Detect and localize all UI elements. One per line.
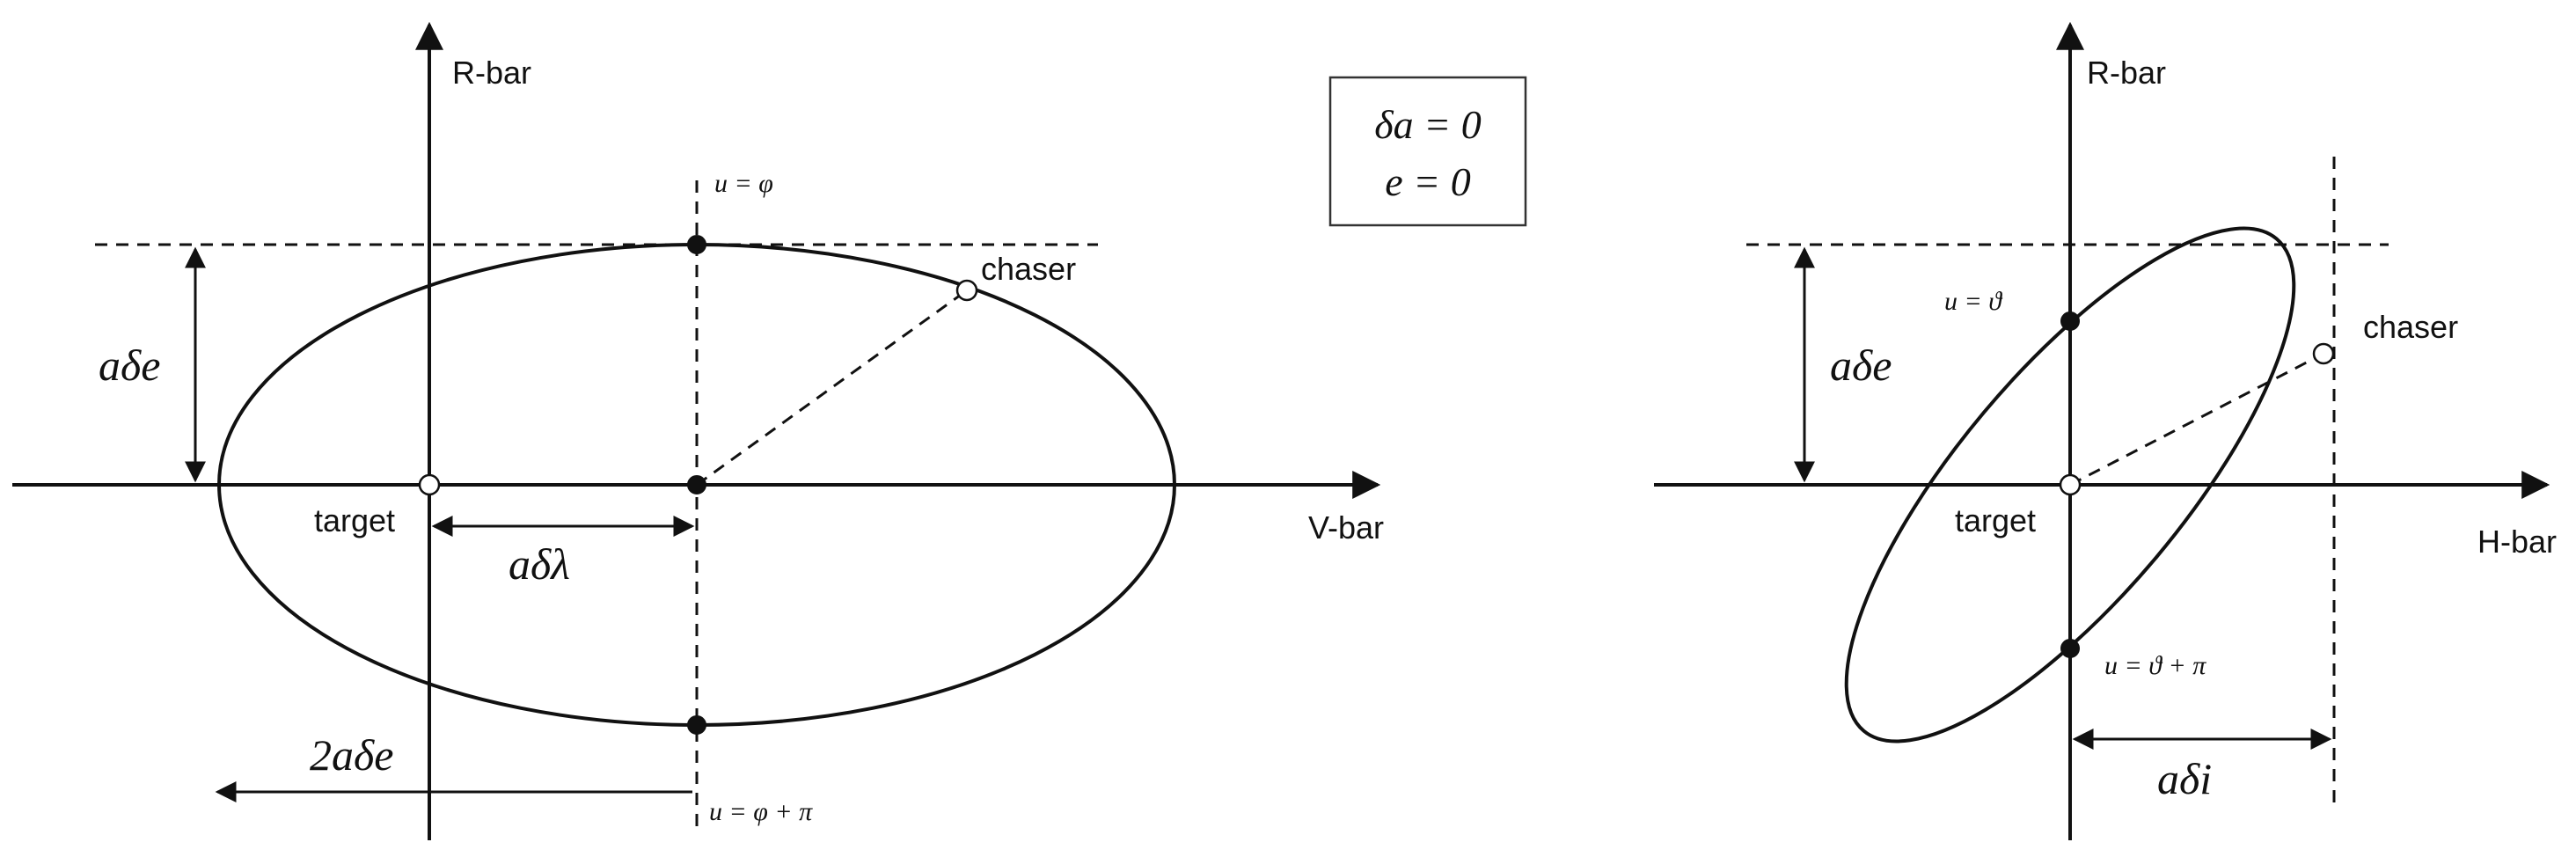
left-bottom-point xyxy=(687,715,706,735)
right-chaser-dashed-line xyxy=(2069,352,2324,487)
left-offset-label: aδλ xyxy=(509,539,570,589)
condition-box-frame xyxy=(1328,76,1527,227)
right-top-point xyxy=(2060,311,2080,331)
left-center-point xyxy=(687,475,706,494)
left-target-label: target xyxy=(314,502,395,538)
right-h-bar-label: H-bar xyxy=(2477,524,2557,560)
right-bottom-point xyxy=(2060,639,2080,658)
right-chaser-label: chaser xyxy=(2363,309,2458,345)
left-v-bar-label: V-bar xyxy=(1308,509,1384,546)
right-relative-orbit-ellipse xyxy=(1844,226,2296,743)
left-width-label: 2aδe xyxy=(310,730,393,780)
right-target-point xyxy=(2059,473,2082,496)
right-top-point-label: u = ϑ xyxy=(1944,287,2003,316)
right-diagram: R-bar H-bar target chaser u = ϑ u = ϑ + … xyxy=(1654,21,2557,840)
condition-e: e = 0 xyxy=(1385,159,1470,204)
right-target-label: target xyxy=(1955,502,2036,538)
left-chaser-point xyxy=(955,279,978,302)
right-chaser-point xyxy=(2312,342,2335,365)
right-offset-label: aδi xyxy=(2157,754,2212,803)
right-height-label: aδe xyxy=(1830,341,1892,390)
right-r-bar-label: R-bar xyxy=(2087,55,2166,91)
left-top-point-label: u = φ xyxy=(714,169,773,198)
left-diagram: R-bar V-bar target chaser u = φ u = φ + … xyxy=(12,21,1384,840)
left-r-bar-label: R-bar xyxy=(452,55,531,91)
left-height-label: aδe xyxy=(99,341,160,390)
left-top-point xyxy=(687,235,706,254)
left-chaser-dashed-line xyxy=(696,289,968,487)
condition-box: δa = 0 e = 0 xyxy=(1328,76,1527,227)
condition-delta-a: δa = 0 xyxy=(1374,102,1481,147)
right-bottom-point-label: u = ϑ + π xyxy=(2104,651,2206,680)
left-target-point xyxy=(418,473,441,496)
left-bottom-point-label: u = φ + π xyxy=(709,797,813,826)
left-chaser-label: chaser xyxy=(981,251,1076,287)
